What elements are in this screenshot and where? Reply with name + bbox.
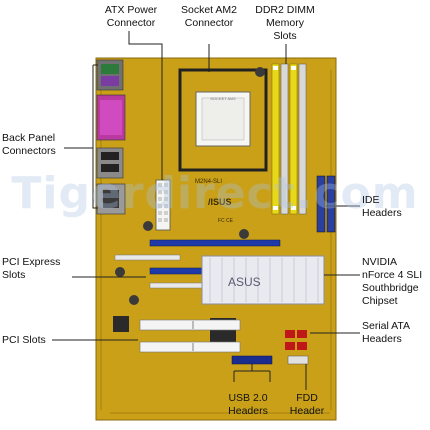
board-model-text: M2N4-SLI: [195, 179, 222, 185]
label-ide-headers: IDE Headers: [362, 194, 402, 219]
cpu-socket-text: SOCKET AM2: [210, 96, 236, 101]
ddr2-dimm-slots: [271, 63, 307, 215]
label-socket-am2-connector: Socket AM2 Connector: [180, 4, 238, 29]
watermark: Tigerdirect.com: [11, 168, 419, 219]
sata-headers: [285, 330, 307, 350]
back-panel-io: [96, 59, 126, 215]
usb-headers: [231, 355, 273, 365]
label-back-panel-connectors: Back Panel Connectors: [2, 132, 56, 157]
label-pci-slots: PCI Slots: [2, 334, 46, 346]
label-ddr2-dimm-memory-slots: DDR2 DIMM Memory Slots: [255, 4, 315, 42]
leader-lines: [52, 31, 360, 390]
label-nvidia-southbridge-chipset: NVIDIA nForce 4 SLI Southbridge Chipset: [362, 256, 423, 307]
fdd-header: [287, 355, 309, 365]
label-serial-ata-headers: Serial ATA Headers: [362, 320, 411, 345]
label-pci-express-slots: PCI Express Slots: [2, 256, 61, 281]
heatsink-brand-text: ASUS: [228, 275, 261, 289]
label-atx-power-connector: ATX Power Connector: [104, 4, 158, 29]
pcb-traces: [100, 70, 332, 414]
pci-slots: [139, 319, 241, 353]
label-fdd-header: FDD Header: [289, 392, 325, 417]
ce-mark-text: FC CE: [218, 218, 234, 224]
board-brand-text: /ISUS: [208, 197, 232, 207]
cpu-retention-frame: [178, 68, 268, 172]
ide-headers: [316, 175, 336, 233]
label-usb-2-0-headers: USB 2.0 Headers: [228, 392, 268, 417]
